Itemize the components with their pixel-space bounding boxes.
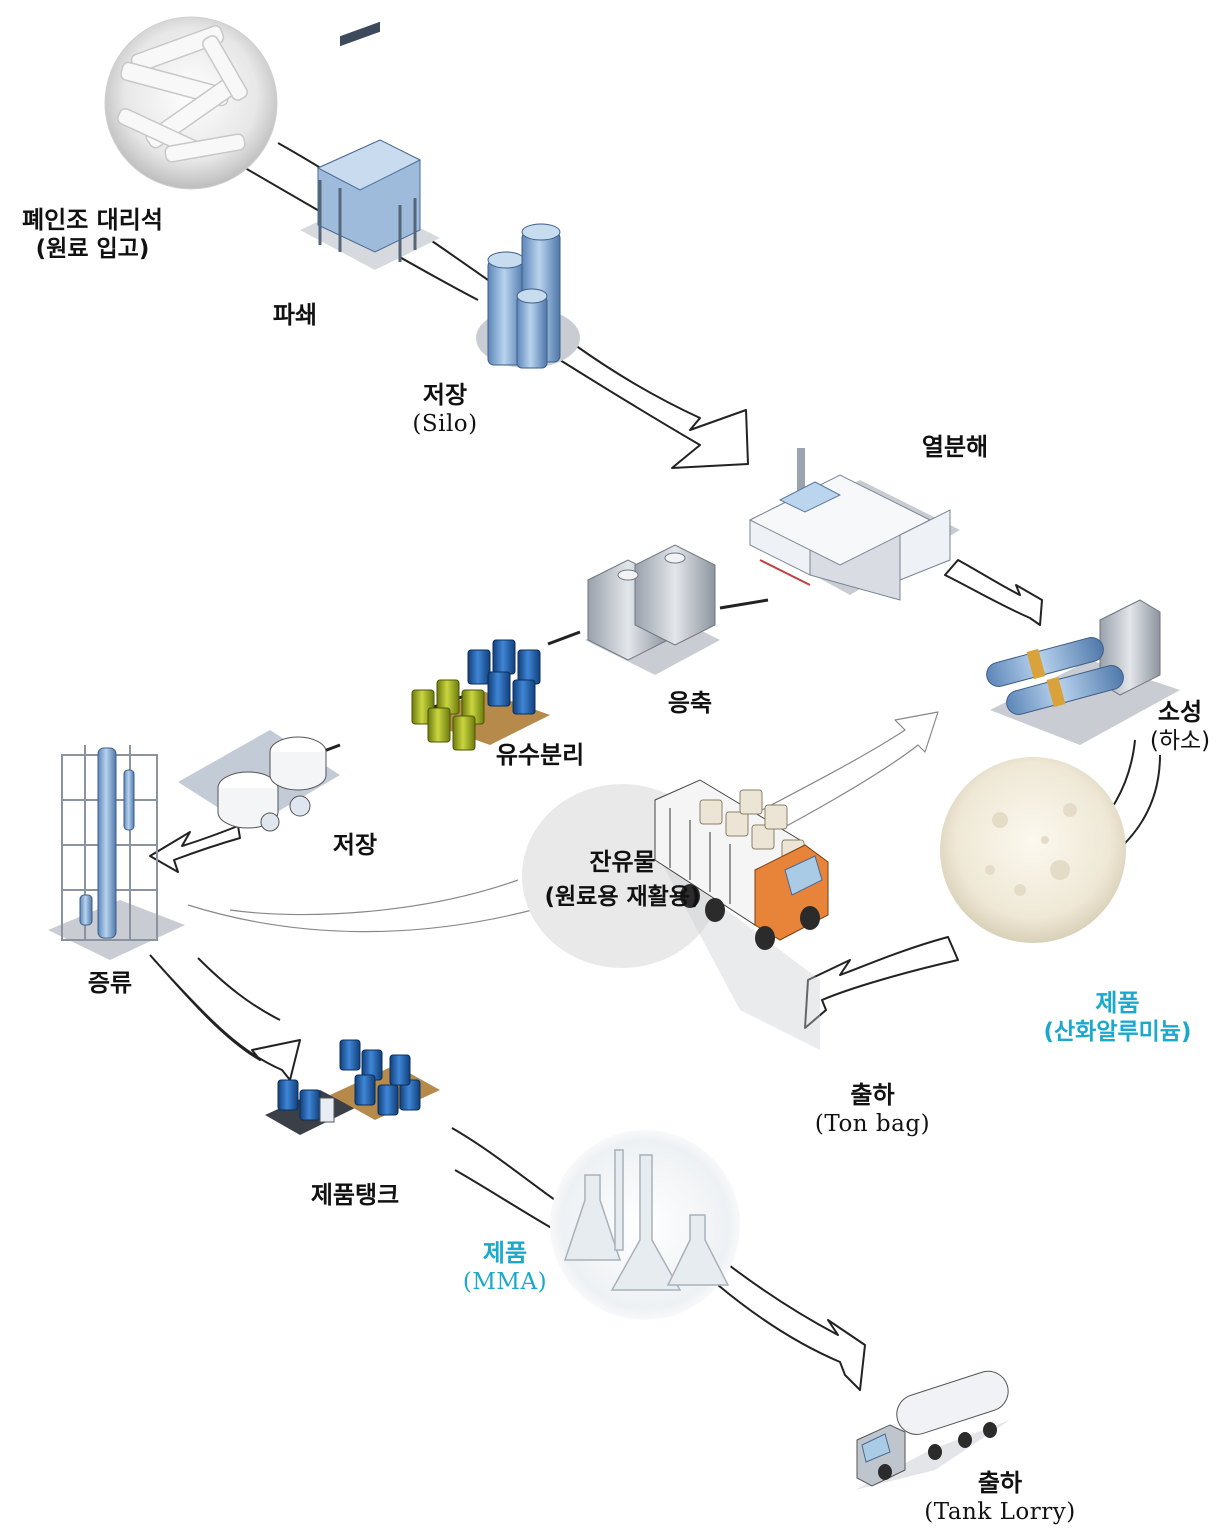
- arrow-to-distillation: [149, 825, 241, 873]
- storage-title: 저장: [332, 831, 378, 859]
- residue-subtitle: (원료용 재활용): [544, 884, 701, 910]
- silo-storage-title: 저장: [422, 381, 468, 409]
- product-tank-barrels: [265, 1039, 440, 1135]
- arrow-to-glassware: [451, 1127, 556, 1231]
- label-crushing: 파쇄: [255, 300, 335, 330]
- residue-title: 잔유물: [589, 848, 656, 876]
- label-condensation: 응축: [650, 688, 730, 718]
- arrow-residue-to-distill: [187, 879, 541, 933]
- arrow-to-product-tank: [149, 954, 301, 1081]
- shipment-tonbag-title: 출하: [850, 1081, 895, 1109]
- raw-material-title: 폐인조 대리석: [22, 206, 163, 234]
- alumina-powder-photo: [940, 757, 1126, 943]
- label-product-mma: 제품 (MMA): [450, 1238, 560, 1297]
- product-tank-title: 제품탱크: [310, 1181, 400, 1209]
- arrow-to-tonbag: [804, 936, 959, 1029]
- silo-tanks: [476, 223, 580, 369]
- shipment-tonbag-subtitle: (Ton bag): [814, 1111, 931, 1137]
- shipment-lorry-subtitle: (Tank Lorry): [924, 1499, 1076, 1525]
- raw-material-subtitle: (원료 입고): [35, 236, 150, 262]
- pyrolysis-plant: [748, 448, 960, 601]
- mma-glassware-photo: [550, 1130, 740, 1320]
- label-storage: 저장: [315, 830, 395, 860]
- calcination-subtitle: (하소): [1149, 728, 1211, 754]
- label-residue: 잔유물 (원료용 재활용): [525, 842, 720, 911]
- pyrolysis-title: 열분해: [921, 433, 989, 461]
- condensation-title: 응축: [667, 689, 713, 717]
- silo-storage-subtitle: (Silo): [412, 411, 478, 437]
- raw-material-photo: [104, 16, 278, 190]
- label-raw-material: 폐인조 대리석 (원료 입고): [0, 205, 185, 264]
- product-alumina-subtitle: (산화알루미늄): [1043, 1019, 1192, 1045]
- distillation-tower: [48, 745, 185, 960]
- crusher-machine: [300, 21, 440, 270]
- storage-tanks: [178, 730, 340, 832]
- label-distillation: 증류: [70, 968, 150, 998]
- calcination-title: 소성: [1157, 698, 1203, 726]
- product-alumina-title: 제품: [1095, 989, 1140, 1017]
- arrow-to-lorry: [711, 1251, 866, 1391]
- tonbag-truck: [654, 779, 829, 1050]
- label-oil-water-separation: 유수분리: [480, 740, 600, 770]
- condenser-units: [585, 544, 720, 675]
- distillation-title: 증류: [87, 969, 133, 997]
- label-shipment-tonbag: 출하 (Ton bag): [800, 1080, 945, 1139]
- label-silo-storage: 저장 (Silo): [395, 380, 495, 439]
- oil-water-separation-title: 유수분리: [495, 741, 585, 769]
- calcination-kiln: [986, 599, 1180, 745]
- connector-chain: [299, 598, 769, 762]
- label-product-tank: 제품탱크: [295, 1180, 415, 1210]
- label-pyrolysis: 열분해: [905, 432, 1005, 462]
- separation-barrels: [411, 639, 550, 751]
- label-calcination: 소성 (하소): [1140, 697, 1220, 756]
- tank-lorry: [855, 1370, 1010, 1490]
- label-product-alumina: 제품 (산화알루미늄): [1025, 988, 1210, 1047]
- product-mma-subtitle: (MMA): [462, 1269, 548, 1295]
- product-mma-title: 제품: [482, 1239, 528, 1267]
- crushing-title: 파쇄: [272, 301, 318, 329]
- shipment-lorry-title: 출하: [977, 1469, 1023, 1497]
- label-shipment-lorry: 출하 (Tank Lorry): [905, 1468, 1095, 1527]
- arrow-to-calcination: [944, 559, 1043, 626]
